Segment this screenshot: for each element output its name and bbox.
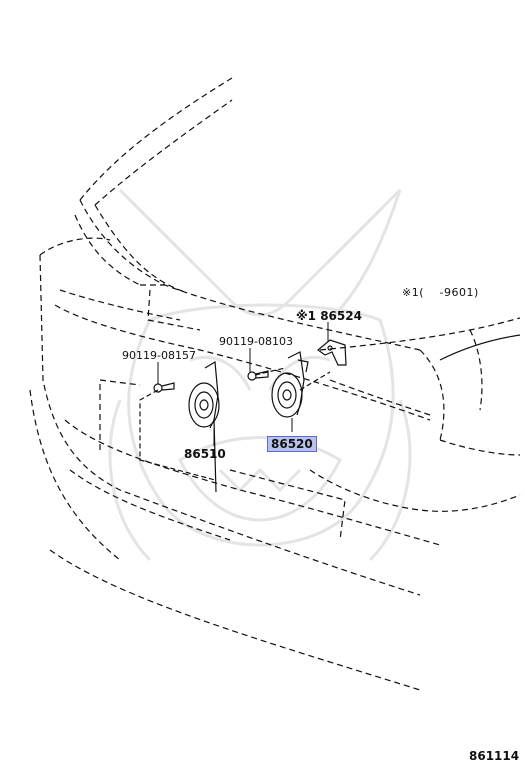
horn-high-icon xyxy=(271,351,309,418)
note-label: ※1( -9601) xyxy=(402,286,479,299)
part-number-label-highlighted[interactable]: 86520 xyxy=(267,436,317,452)
part-number-label: ※1 86524 xyxy=(296,309,362,323)
callout-lines xyxy=(157,322,329,446)
part-number-label: 90119-08103 xyxy=(219,335,293,348)
part-number-label: 90119-08157 xyxy=(122,349,196,362)
car-bumper-outline xyxy=(29,237,441,691)
fender-edge xyxy=(439,334,521,361)
car-fender-outline xyxy=(309,317,521,512)
part-number-label: 86510 xyxy=(184,447,226,461)
watermark-logo xyxy=(108,188,412,562)
car-hood-outline xyxy=(74,77,421,351)
diagram-id: 861114 xyxy=(469,749,520,763)
leader-lines xyxy=(139,367,331,481)
bracket-icon xyxy=(317,339,347,366)
horn-low-icon xyxy=(188,360,220,493)
bolt-right-icon xyxy=(247,370,269,381)
